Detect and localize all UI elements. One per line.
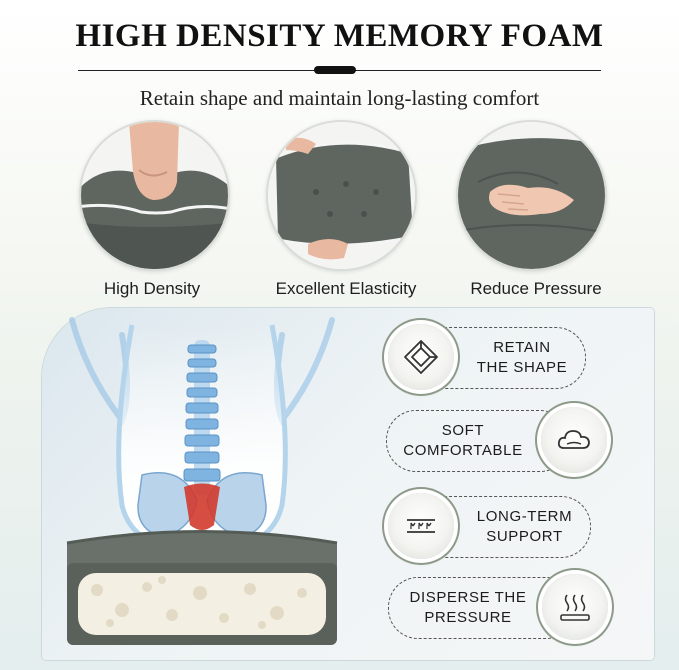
benefit-line: SUPPORT xyxy=(486,528,563,545)
feature-image-excellent-elasticity xyxy=(266,120,417,271)
heat-waves-icon xyxy=(542,574,608,640)
benefit-soft-comfortable: SOFT COMFORTABLE xyxy=(386,410,570,472)
feature-label-high-density: High Density xyxy=(103,279,201,298)
title-divider-accent xyxy=(314,66,356,74)
spine-cushion-illustration xyxy=(66,317,338,645)
feature-label-excellent-elasticity: Excellent Elasticity xyxy=(275,279,417,298)
hands-bending-cushion-icon xyxy=(268,122,415,269)
feature-image-reduce-pressure xyxy=(456,120,607,271)
hand-on-cushion-icon xyxy=(458,122,605,269)
cloud-icon xyxy=(541,407,607,473)
benefit-line: SOFT xyxy=(441,422,485,439)
benefit-line: DISPERSE THE xyxy=(409,589,527,606)
benefit-line: THE SHAPE xyxy=(476,359,568,376)
hand-pressing-cushion-icon xyxy=(81,122,228,269)
benefit-line: RETAIN xyxy=(493,339,551,356)
feature-image-high-density xyxy=(79,120,230,271)
spine-icon xyxy=(183,340,221,495)
benefit-line: COMFORTABLE xyxy=(403,442,523,459)
feature-label-reduce-pressure: Reduce Pressure xyxy=(470,279,602,298)
memory-foam-cushion-icon xyxy=(66,530,338,645)
page-subtitle: Retain shape and maintain long-lasting c… xyxy=(139,86,540,110)
benefit-retain-shape: RETAIN THE SHAPE xyxy=(404,327,586,389)
benefit-line: PRESSURE xyxy=(424,609,512,626)
page-title: HIGH DENSITY MEMORY FOAM xyxy=(75,18,604,54)
benefit-line: LONG-TERM xyxy=(476,508,573,525)
cube-shape-icon xyxy=(388,324,454,390)
pelvis-icon xyxy=(137,472,267,538)
support-arrows-icon xyxy=(388,493,454,559)
